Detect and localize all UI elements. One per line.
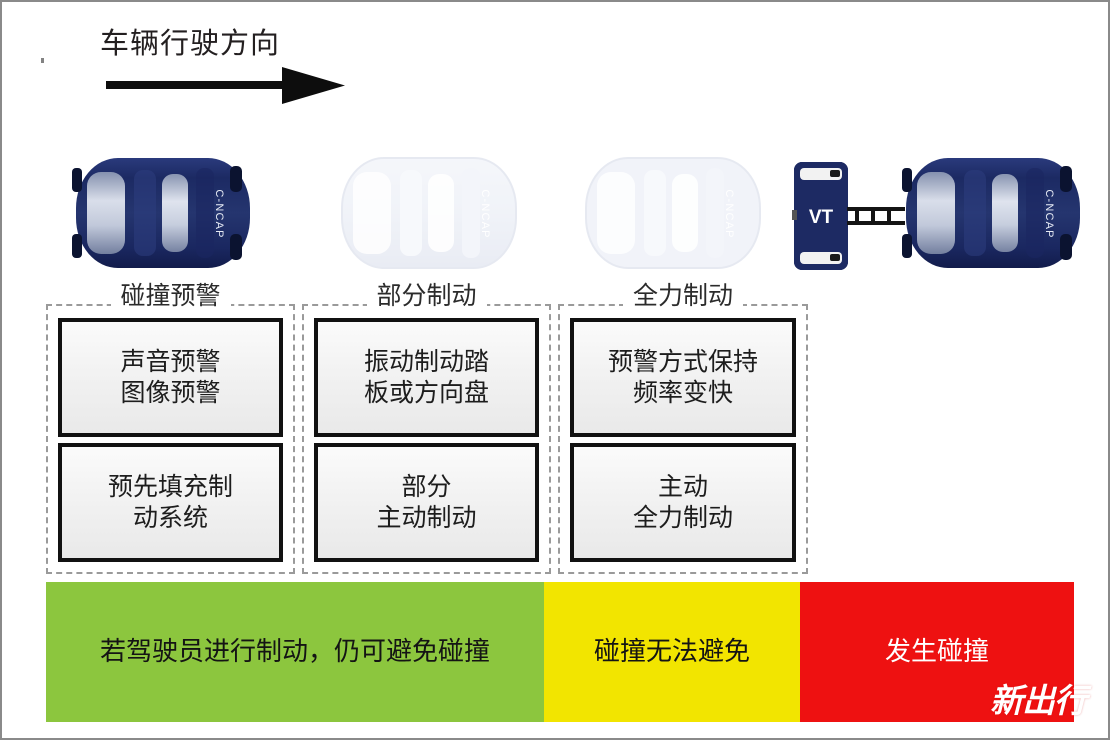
stage-column-full-braking: 全力制动 预警方式保持 频率变快 主动 全力制动 bbox=[558, 283, 808, 574]
svg-text:C-NCAP: C-NCAP bbox=[1043, 189, 1055, 238]
stage-2-box-2-line1: 部分 bbox=[401, 473, 452, 501]
stage-3-box-2-line2: 全力制动 bbox=[632, 503, 733, 532]
vehicle-target-block: VT bbox=[792, 160, 850, 272]
artifact-speck bbox=[41, 58, 44, 63]
stage-1-box-1-line2: 图像预警 bbox=[120, 378, 221, 407]
outcome-band-collision: 发生碰撞 bbox=[800, 582, 1074, 722]
stage-columns: 碰撞预警 声音预警 图像预警 预先填充制 动系统 部分制动 振动制动踏 板或方向… bbox=[46, 283, 808, 574]
target-connector-bar bbox=[847, 205, 907, 227]
stage-1-box-1-line1: 声音预警 bbox=[120, 348, 221, 376]
vehicle-stage-4: C-NCAP bbox=[900, 150, 1086, 278]
stage-column-partial-braking: 部分制动 振动制动踏 板或方向盘 部分 主动制动 bbox=[302, 283, 551, 574]
stage-2-box-1-line2: 板或方向盘 bbox=[363, 378, 489, 407]
stage-header-3: 全力制动 bbox=[622, 283, 744, 309]
vehicle-stage-1: C-NCAP bbox=[70, 150, 256, 278]
vehicle-stage-3-ghost: C-NCAP bbox=[580, 150, 766, 278]
svg-text:C-NCAP: C-NCAP bbox=[723, 189, 735, 238]
stage-header-1: 碰撞预警 bbox=[110, 283, 231, 309]
stage-2-box-1-line1: 振动制动踏 bbox=[363, 348, 489, 376]
stage-3-box-1: 预警方式保持 频率变快 bbox=[570, 318, 796, 437]
stage-3-box-2: 主动 全力制动 bbox=[570, 443, 796, 562]
stage-1-box-2: 预先填充制 动系统 bbox=[58, 443, 283, 562]
stage-header-2: 部分制动 bbox=[366, 283, 487, 309]
stage-1-box-2-line1: 预先填充制 bbox=[107, 473, 233, 501]
outcome-bands: 若驾驶员进行制动，仍可避免碰撞 碰撞无法避免 发生碰撞 bbox=[46, 582, 1074, 722]
stage-3-box-1-line2: 频率变快 bbox=[632, 378, 733, 407]
stage-column-collision-warning: 碰撞预警 声音预警 图像预警 预先填充制 动系统 bbox=[46, 283, 295, 574]
stage-2-box-1: 振动制动踏 板或方向盘 bbox=[314, 318, 539, 437]
right-arrow-icon bbox=[102, 64, 352, 110]
vehicle-stage-2-ghost: C-NCAP bbox=[336, 150, 522, 278]
stage-2-box-2: 部分 主动制动 bbox=[314, 443, 539, 562]
outcome-band-unavoidable: 碰撞无法避免 bbox=[544, 582, 800, 722]
stage-2-box-2-line2: 主动制动 bbox=[376, 503, 477, 532]
stage-3-box-2-line1: 主动 bbox=[657, 473, 708, 501]
stage-1-box-2-line2: 动系统 bbox=[132, 503, 208, 532]
page-title: 车辆行驶方向 bbox=[100, 28, 281, 60]
svg-text:C-NCAP: C-NCAP bbox=[213, 189, 225, 238]
vt-label: VT bbox=[809, 207, 834, 228]
stage-3-box-1-line1: 预警方式保持 bbox=[607, 348, 758, 376]
outcome-band-avoidable: 若驾驶员进行制动，仍可避免碰撞 bbox=[46, 582, 544, 722]
stage-1-box-1: 声音预警 图像预警 bbox=[58, 318, 283, 437]
svg-text:C-NCAP: C-NCAP bbox=[479, 189, 491, 238]
